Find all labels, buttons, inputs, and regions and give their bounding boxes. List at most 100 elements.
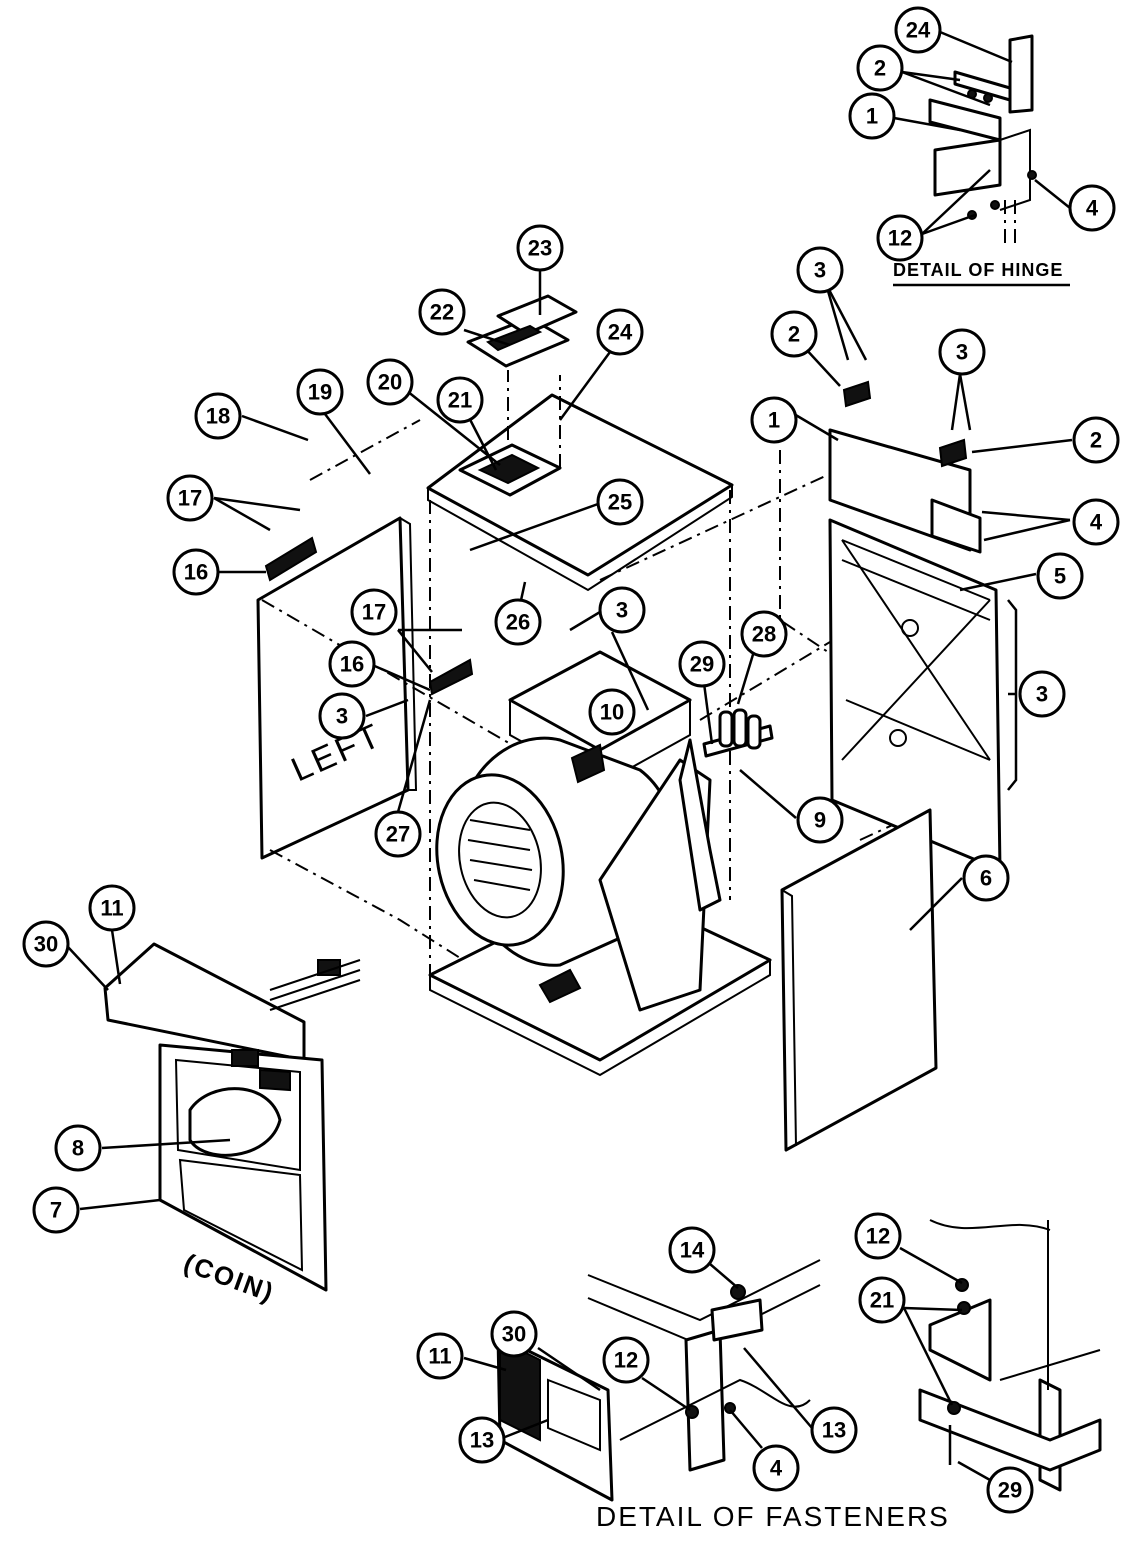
svg-text:29: 29 [690, 652, 714, 677]
callout-18: 18 [194, 392, 242, 440]
svg-text:5: 5 [1054, 564, 1066, 589]
callout-17-upper: 17 [166, 474, 214, 522]
callout-29-right-detail: 29 [986, 1466, 1034, 1514]
callout-25: 25 [596, 478, 644, 526]
callout-26: 26 [494, 598, 542, 646]
svg-text:3: 3 [1036, 682, 1048, 707]
callout-30-front: 30 [22, 920, 70, 968]
callout-9: 9 [796, 796, 844, 844]
callout-16-lower: 16 [328, 640, 376, 688]
callout-24-hinge: 24 [894, 6, 942, 54]
callout-2-bracket-left: 2 [770, 310, 818, 358]
top-access-cover-drawing [466, 294, 578, 368]
svg-text:19: 19 [308, 380, 332, 405]
svg-text:12: 12 [614, 1348, 638, 1373]
callout-12-detail: 12 [602, 1336, 650, 1384]
svg-text:4: 4 [770, 1456, 783, 1481]
callout-11-front: 11 [88, 884, 136, 932]
callout-10: 10 [588, 688, 636, 736]
callout-12-right-detail: 12 [854, 1212, 902, 1260]
panel-fastener-detail-drawing [918, 1219, 1102, 1492]
callout-17-lower: 17 [350, 588, 398, 636]
svg-text:21: 21 [870, 1288, 894, 1313]
svg-text:22: 22 [430, 300, 454, 325]
callout-13-detail-left: 13 [458, 1416, 506, 1464]
callout-20: 20 [366, 358, 414, 406]
svg-text:8: 8 [72, 1136, 84, 1161]
callout-23: 23 [516, 224, 564, 272]
callout-3-bracket-right: 3 [938, 328, 986, 376]
callout-21-top: 21 [436, 376, 484, 424]
callout-22: 22 [418, 288, 466, 336]
svg-text:17: 17 [178, 486, 202, 511]
callout-14: 14 [668, 1226, 716, 1274]
svg-text:1: 1 [768, 408, 780, 433]
svg-text:16: 16 [184, 560, 208, 585]
svg-text:25: 25 [608, 490, 632, 515]
svg-text:7: 7 [50, 1198, 62, 1223]
svg-text:6: 6 [980, 866, 992, 891]
svg-text:16: 16 [340, 652, 364, 677]
callout-2-hinge: 2 [856, 44, 904, 92]
svg-text:29: 29 [998, 1478, 1022, 1503]
callout-27: 27 [374, 810, 422, 858]
back-panel-drawing [828, 380, 1002, 872]
callout-3-center: 3 [598, 586, 646, 634]
right-side-panel-drawing [780, 808, 938, 1152]
callout-21-right-detail: 21 [858, 1276, 906, 1324]
svg-text:10: 10 [600, 700, 624, 725]
svg-text:2: 2 [1090, 428, 1102, 453]
svg-text:30: 30 [34, 932, 58, 957]
svg-text:27: 27 [386, 822, 410, 847]
callout-19: 19 [296, 368, 344, 416]
callout-7: 7 [32, 1186, 80, 1234]
callout-4-detail: 4 [752, 1444, 800, 1492]
svg-text:30: 30 [502, 1322, 526, 1347]
callout-29-valve: 29 [678, 640, 726, 688]
callout-3-left: 3 [318, 692, 366, 740]
front-panel-drawing [103, 942, 361, 1292]
callout-5: 5 [1036, 552, 1084, 600]
callout-4-hinge: 4 [1068, 184, 1116, 232]
callout-11-detail: 11 [416, 1332, 464, 1380]
left-side-panel-drawing [256, 516, 474, 860]
callout-8: 8 [54, 1124, 102, 1172]
svg-text:23: 23 [528, 236, 552, 261]
svg-text:18: 18 [206, 404, 230, 429]
hinge-detail-caption: DETAIL OF HINGE [893, 260, 1063, 280]
svg-text:12: 12 [888, 226, 912, 251]
svg-text:2: 2 [874, 56, 886, 81]
fasteners-detail-caption: DETAIL OF FASTENERS [596, 1501, 950, 1532]
svg-text:21: 21 [448, 388, 472, 413]
callout-6: 6 [962, 854, 1010, 902]
svg-text:26: 26 [506, 610, 530, 635]
valve-assembly-drawing [702, 708, 774, 758]
svg-text:13: 13 [470, 1428, 494, 1453]
svg-text:9: 9 [814, 808, 826, 833]
hinge-detail-drawing [928, 34, 1037, 245]
svg-text:12: 12 [866, 1224, 890, 1249]
callout-13-detail-right: 13 [810, 1406, 858, 1454]
svg-text:20: 20 [378, 370, 402, 395]
svg-text:3: 3 [814, 258, 826, 283]
top-cover-drawing [426, 370, 734, 592]
tub-drum-assembly-drawing [428, 650, 772, 1077]
svg-text:13: 13 [822, 1418, 846, 1443]
callout-2-bracket-right: 2 [1072, 416, 1120, 464]
callout-28: 28 [740, 610, 788, 658]
callout-4-bracket: 4 [1072, 498, 1120, 546]
callout-24-top: 24 [596, 308, 644, 356]
svg-text:4: 4 [1090, 510, 1103, 535]
svg-text:11: 11 [100, 896, 123, 921]
callout-12-hinge: 12 [876, 214, 924, 262]
callout-16-upper: 16 [172, 548, 220, 596]
svg-text:3: 3 [956, 340, 968, 365]
svg-text:3: 3 [336, 704, 348, 729]
callout-1-bracket: 1 [750, 396, 798, 444]
callout-3-bracket-left: 3 [796, 246, 844, 294]
callout-1-hinge: 1 [848, 92, 896, 140]
svg-text:3: 3 [616, 598, 628, 623]
svg-text:14: 14 [680, 1238, 705, 1263]
svg-text:1: 1 [866, 104, 878, 129]
svg-text:24: 24 [608, 320, 633, 345]
